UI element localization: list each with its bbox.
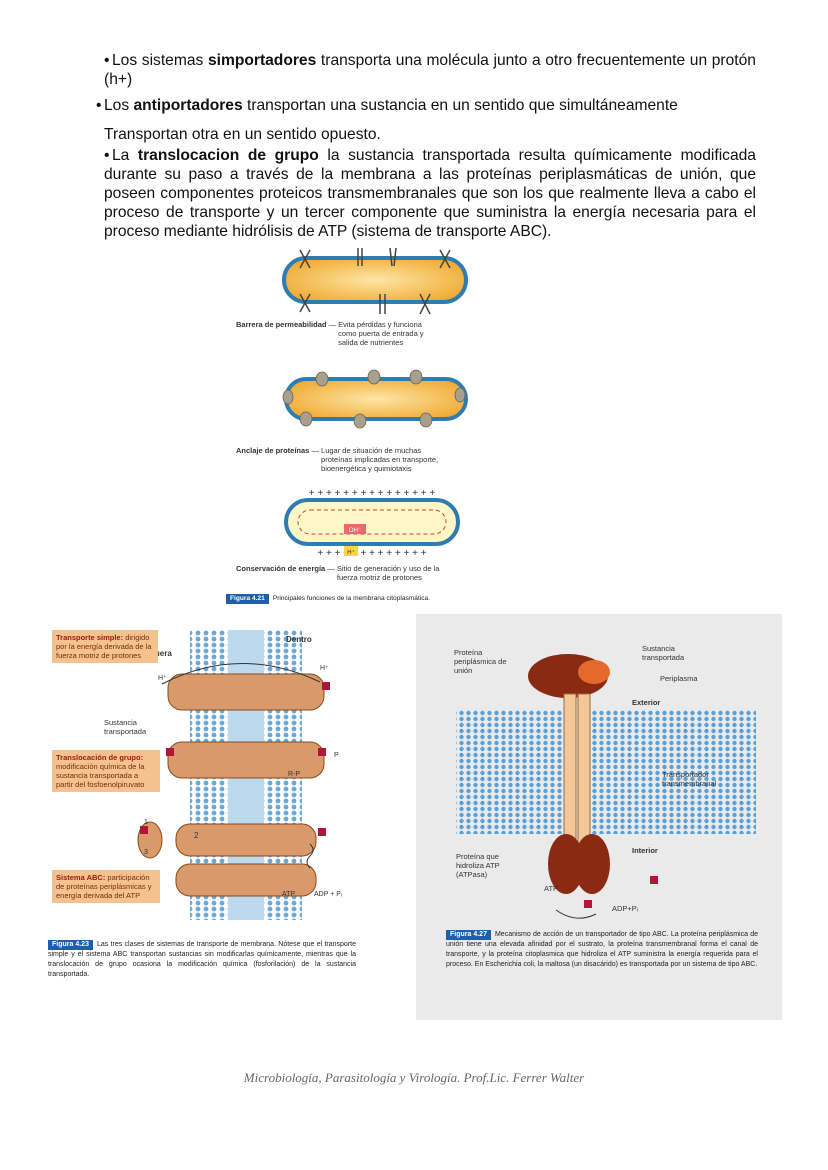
label-atpase: Proteína que hidroliza ATP (ATPasa) — [456, 852, 500, 879]
label-transmembrane: Transportador transmembranal — [662, 770, 717, 788]
cell-energy-diagram: OH⁻ + + + + + + + + + + + + + + + + + + … — [284, 488, 460, 559]
box-group-translocation: Translocación de grupo: modificación quí… — [52, 750, 160, 792]
svg-text:3: 3 — [144, 849, 148, 856]
abc-transporter-diagram — [456, 654, 756, 919]
cell-permeability-diagram — [282, 247, 468, 315]
svg-text:1: 1 — [144, 819, 148, 826]
label-substance: Sustancia transportada — [104, 718, 147, 736]
cell-protein-anchor-diagram — [282, 369, 468, 429]
label-atp: ATP — [544, 884, 559, 893]
svg-text:H⁺: H⁺ — [347, 549, 355, 556]
label-energy: Conservación de energía — Sitio de gener… — [236, 564, 440, 582]
svg-text:OH⁻: OH⁻ — [349, 528, 361, 534]
svg-text:P: P — [334, 752, 339, 759]
page-footer: Microbiología, Parasitología y Virología… — [243, 1070, 585, 1085]
paragraph-antiportadores-cont: Transportan otra en un sentido opuesto. — [104, 126, 381, 143]
svg-text:R-P: R-P — [288, 771, 300, 778]
transport-systems-diagram: Fuera Dentro H⁺ H⁺ P R-P 1 2 3 ATP ADP +… — [137, 630, 342, 920]
label-protein-anchor: Anclaje de proteínas — Lugar de situació… — [236, 446, 439, 473]
svg-text:ADP + Pᵢ: ADP + Pᵢ — [314, 891, 342, 898]
svg-text:H⁺: H⁺ — [320, 665, 329, 672]
paragraph-simportadores: •Los sistemas simportadores transporta u… — [104, 52, 756, 88]
figure-4-27: Proteína periplásmica de unión Sustancia… — [416, 614, 782, 1020]
svg-text:Dentro: Dentro — [286, 635, 312, 644]
svg-text:+ + + + + + + + + + + + + + +: + + + + + + + + + + + + + + + — [309, 488, 436, 499]
box-simple-transport: Transporte simple: dirigido por la energ… — [52, 630, 158, 663]
label-transported-substance: Sustancia transportada — [642, 644, 685, 662]
svg-text:Fuera: Fuera — [150, 649, 172, 658]
svg-text:+ + + + + + + + + + + +: + + + + + + + + + + + + + — [317, 548, 426, 559]
svg-text:ATP: ATP — [282, 891, 295, 898]
label-periplasmic-protein: Proteína periplásmica de unión — [454, 648, 507, 675]
label-permeability: Barrera de permeabilidad — Evita pérdida… — [236, 320, 424, 347]
label-exterior: Exterior — [632, 698, 661, 707]
label-interior: Interior — [632, 846, 658, 855]
paragraph-translocacion: •La translocacion de grupo la sustancia … — [104, 147, 756, 240]
svg-text:H⁺: H⁺ — [158, 675, 167, 682]
label-periplasm: Periplasma — [660, 674, 698, 683]
svg-text:2: 2 — [194, 831, 199, 840]
box-abc-system: Sistema ABC: participación de proteínas … — [52, 870, 160, 903]
label-adp: ADP+Pᵢ — [612, 904, 638, 913]
paragraph-antiportadores: •Los antiportadores transportan una sust… — [96, 97, 678, 114]
